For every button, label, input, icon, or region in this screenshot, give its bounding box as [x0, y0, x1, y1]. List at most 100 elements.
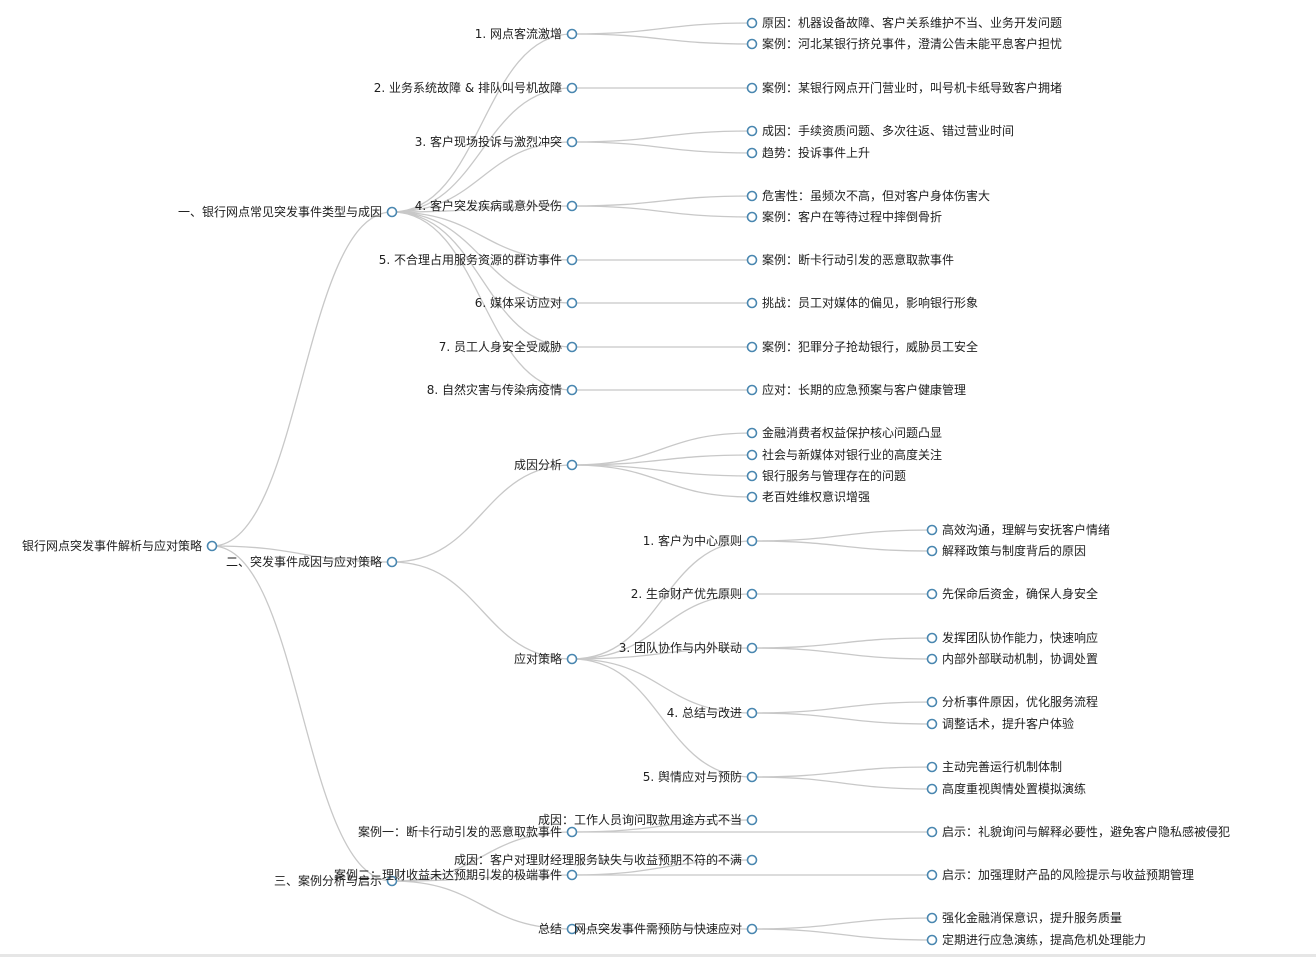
mindmap-branch-node[interactable]: 应对策略: [514, 651, 578, 666]
node-toggle-circle[interactable]: [566, 869, 578, 881]
node-toggle-circle[interactable]: [566, 200, 578, 212]
node-toggle-circle[interactable]: [746, 82, 758, 94]
mindmap-leaf-node[interactable]: 发挥团队协作能力，快速响应: [926, 630, 1099, 645]
mindmap-leaf-node[interactable]: 解释政策与制度背后的原因: [926, 543, 1087, 558]
node-toggle-circle[interactable]: [926, 912, 938, 924]
node-toggle-circle[interactable]: [746, 923, 758, 935]
mindmap-branch-node[interactable]: 2. 业务系统故障 & 排队叫号机故障: [374, 80, 578, 95]
node-toggle-circle[interactable]: [926, 783, 938, 795]
mindmap-leaf-node[interactable]: 成因：手续资质问题、多次往返、错过营业时间: [746, 123, 1015, 138]
mindmap-leaf-node[interactable]: 高度重视舆情处置模拟演练: [926, 781, 1087, 796]
mindmap-leaf-node[interactable]: 强化金融消保意识，提升服务质量: [926, 910, 1123, 925]
node-toggle-circle[interactable]: [566, 826, 578, 838]
node-toggle-circle[interactable]: [926, 696, 938, 708]
mindmap-leaf-node[interactable]: 启示：礼貌询问与解释必要性，避免客户隐私感被侵犯: [926, 824, 1231, 839]
node-toggle-circle[interactable]: [566, 82, 578, 94]
mindmap-leaf-node[interactable]: 危害性：虽频次不高，但对客户身体伤害大: [746, 188, 991, 203]
node-toggle-circle[interactable]: [746, 854, 758, 866]
node-toggle-circle[interactable]: [746, 642, 758, 654]
mindmap-leaf-node[interactable]: 分析事件原因，优化服务流程: [926, 694, 1099, 709]
mindmap-branch-node[interactable]: 6. 媒体采访应对: [475, 295, 578, 310]
mindmap-leaf-node[interactable]: 案例：某银行网点开门营业时，叫号机卡纸导致客户拥堵: [746, 80, 1063, 95]
mindmap-branch-node[interactable]: 总结: [538, 922, 578, 936]
node-toggle-circle[interactable]: [566, 459, 578, 471]
mindmap-branch-node[interactable]: 银行网点突发事件解析与应对策略: [22, 538, 218, 553]
node-toggle-circle[interactable]: [746, 341, 758, 353]
node-toggle-circle[interactable]: [746, 427, 758, 439]
mindmap-branch-node[interactable]: 4. 总结与改进: [667, 706, 758, 720]
node-toggle-circle[interactable]: [746, 771, 758, 783]
node-toggle-circle[interactable]: [566, 254, 578, 266]
mindmap-leaf-node[interactable]: 高效沟通，理解与安抚客户情绪: [926, 522, 1111, 537]
node-toggle-circle[interactable]: [566, 923, 578, 935]
node-toggle-circle[interactable]: [566, 653, 578, 665]
node-toggle-circle[interactable]: [746, 707, 758, 719]
node-toggle-circle[interactable]: [746, 449, 758, 461]
node-toggle-circle[interactable]: [746, 588, 758, 600]
node-toggle-circle[interactable]: [746, 190, 758, 202]
mindmap-branch-node[interactable]: 二、突发事件成因与应对策略: [226, 554, 398, 569]
mindmap-branch-node[interactable]: 1. 网点客流激增: [475, 26, 578, 41]
mindmap-leaf-node[interactable]: 应对：长期的应急预案与客户健康管理: [746, 382, 967, 397]
mindmap-leaf-node[interactable]: 案例：客户在等待过程中摔倒骨折: [746, 209, 943, 224]
mindmap-branch-node[interactable]: 1. 客户为中心原则: [643, 533, 758, 548]
node-toggle-circle[interactable]: [746, 211, 758, 223]
mindmap-branch-node[interactable]: 案例一：断卡行动引发的恶意取款事件: [358, 824, 578, 839]
mindmap-leaf-node[interactable]: 银行服务与管理存在的问题: [746, 468, 907, 483]
node-toggle-circle[interactable]: [926, 718, 938, 730]
mindmap-branch-node[interactable]: 3. 团队协作与内外联动: [619, 640, 758, 655]
mindmap-leaf-node[interactable]: 原因：机器设备故障、客户关系维护不当、业务开发问题: [746, 15, 1063, 30]
node-toggle-circle[interactable]: [386, 556, 398, 568]
node-toggle-circle[interactable]: [926, 545, 938, 557]
mindmap-branch-node[interactable]: 成因分析: [514, 458, 578, 472]
node-toggle-circle[interactable]: [746, 38, 758, 50]
node-toggle-circle[interactable]: [746, 384, 758, 396]
mindmap-leaf-node[interactable]: 定期进行应急演练，提高危机处理能力: [926, 932, 1147, 947]
node-toggle-circle[interactable]: [566, 28, 578, 40]
mindmap-branch-node[interactable]: 三、案例分析与启示: [274, 873, 398, 888]
node-toggle-circle[interactable]: [926, 761, 938, 773]
mindmap-branch-node[interactable]: 5. 不合理占用服务资源的群访事件: [379, 252, 578, 267]
node-toggle-circle[interactable]: [926, 632, 938, 644]
mindmap-leaf-node[interactable]: 老百姓维权意识增强: [746, 489, 871, 504]
node-toggle-circle[interactable]: [926, 869, 938, 881]
mindmap-leaf-node[interactable]: 内部外部联动机制，协调处置: [926, 651, 1099, 666]
node-toggle-circle[interactable]: [926, 934, 938, 946]
node-toggle-circle[interactable]: [746, 470, 758, 482]
mindmap-leaf-node[interactable]: 趋势：投诉事件上升: [746, 145, 871, 160]
mindmap-branch-node[interactable]: 7. 员工人身安全受威胁: [439, 339, 578, 354]
node-toggle-circle[interactable]: [746, 17, 758, 29]
node-toggle-circle[interactable]: [566, 384, 578, 396]
node-toggle-circle[interactable]: [926, 653, 938, 665]
mindmap-leaf-node[interactable]: 主动完善运行机制体制: [926, 759, 1063, 774]
mindmap-branch-node[interactable]: 一、银行网点常见突发事件类型与成因: [178, 204, 398, 219]
mindmap-leaf-node[interactable]: 成因：客户对理财经理服务缺失与收益预期不符的不满: [454, 852, 758, 867]
node-toggle-circle[interactable]: [926, 826, 938, 838]
node-toggle-circle[interactable]: [566, 136, 578, 148]
mindmap-branch-node[interactable]: 3. 客户现场投诉与激烈冲突: [415, 134, 578, 149]
mindmap-branch-node[interactable]: 案例二：理财收益未达预期引发的极端事件: [334, 867, 578, 882]
node-toggle-circle[interactable]: [566, 297, 578, 309]
mindmap-leaf-node[interactable]: 先保命后资金，确保人身安全: [926, 586, 1099, 601]
node-toggle-circle[interactable]: [386, 875, 398, 887]
node-toggle-circle[interactable]: [746, 125, 758, 137]
mindmap-branch-node[interactable]: 5. 舆情应对与预防: [643, 769, 758, 784]
mindmap-branch-node[interactable]: 8. 自然灾害与传染病疫情: [427, 382, 578, 397]
node-toggle-circle[interactable]: [746, 491, 758, 503]
node-toggle-circle[interactable]: [746, 297, 758, 309]
node-toggle-circle[interactable]: [386, 206, 398, 218]
node-toggle-circle[interactable]: [926, 524, 938, 536]
node-toggle-circle[interactable]: [926, 588, 938, 600]
mindmap-leaf-node[interactable]: 案例：犯罪分子抢劫银行，威胁员工安全: [746, 339, 979, 354]
node-toggle-circle[interactable]: [746, 535, 758, 547]
mindmap-leaf-node[interactable]: 金融消费者权益保护核心问题凸显: [746, 425, 943, 440]
mindmap-branch-node[interactable]: 网点突发事件需预防与快速应对: [574, 921, 758, 936]
node-toggle-circle[interactable]: [206, 540, 218, 552]
mindmap-branch-node[interactable]: 4. 客户突发疾病或意外受伤: [415, 198, 578, 213]
mindmap-leaf-node[interactable]: 挑战：员工对媒体的偏见，影响银行形象: [746, 295, 979, 310]
mindmap-leaf-node[interactable]: 调整话术，提升客户体验: [926, 716, 1075, 731]
mindmap-branch-node[interactable]: 2. 生命财产优先原则: [631, 586, 758, 601]
mindmap-leaf-node[interactable]: 案例：断卡行动引发的恶意取款事件: [746, 252, 955, 267]
node-toggle-circle[interactable]: [566, 341, 578, 353]
node-toggle-circle[interactable]: [746, 814, 758, 826]
